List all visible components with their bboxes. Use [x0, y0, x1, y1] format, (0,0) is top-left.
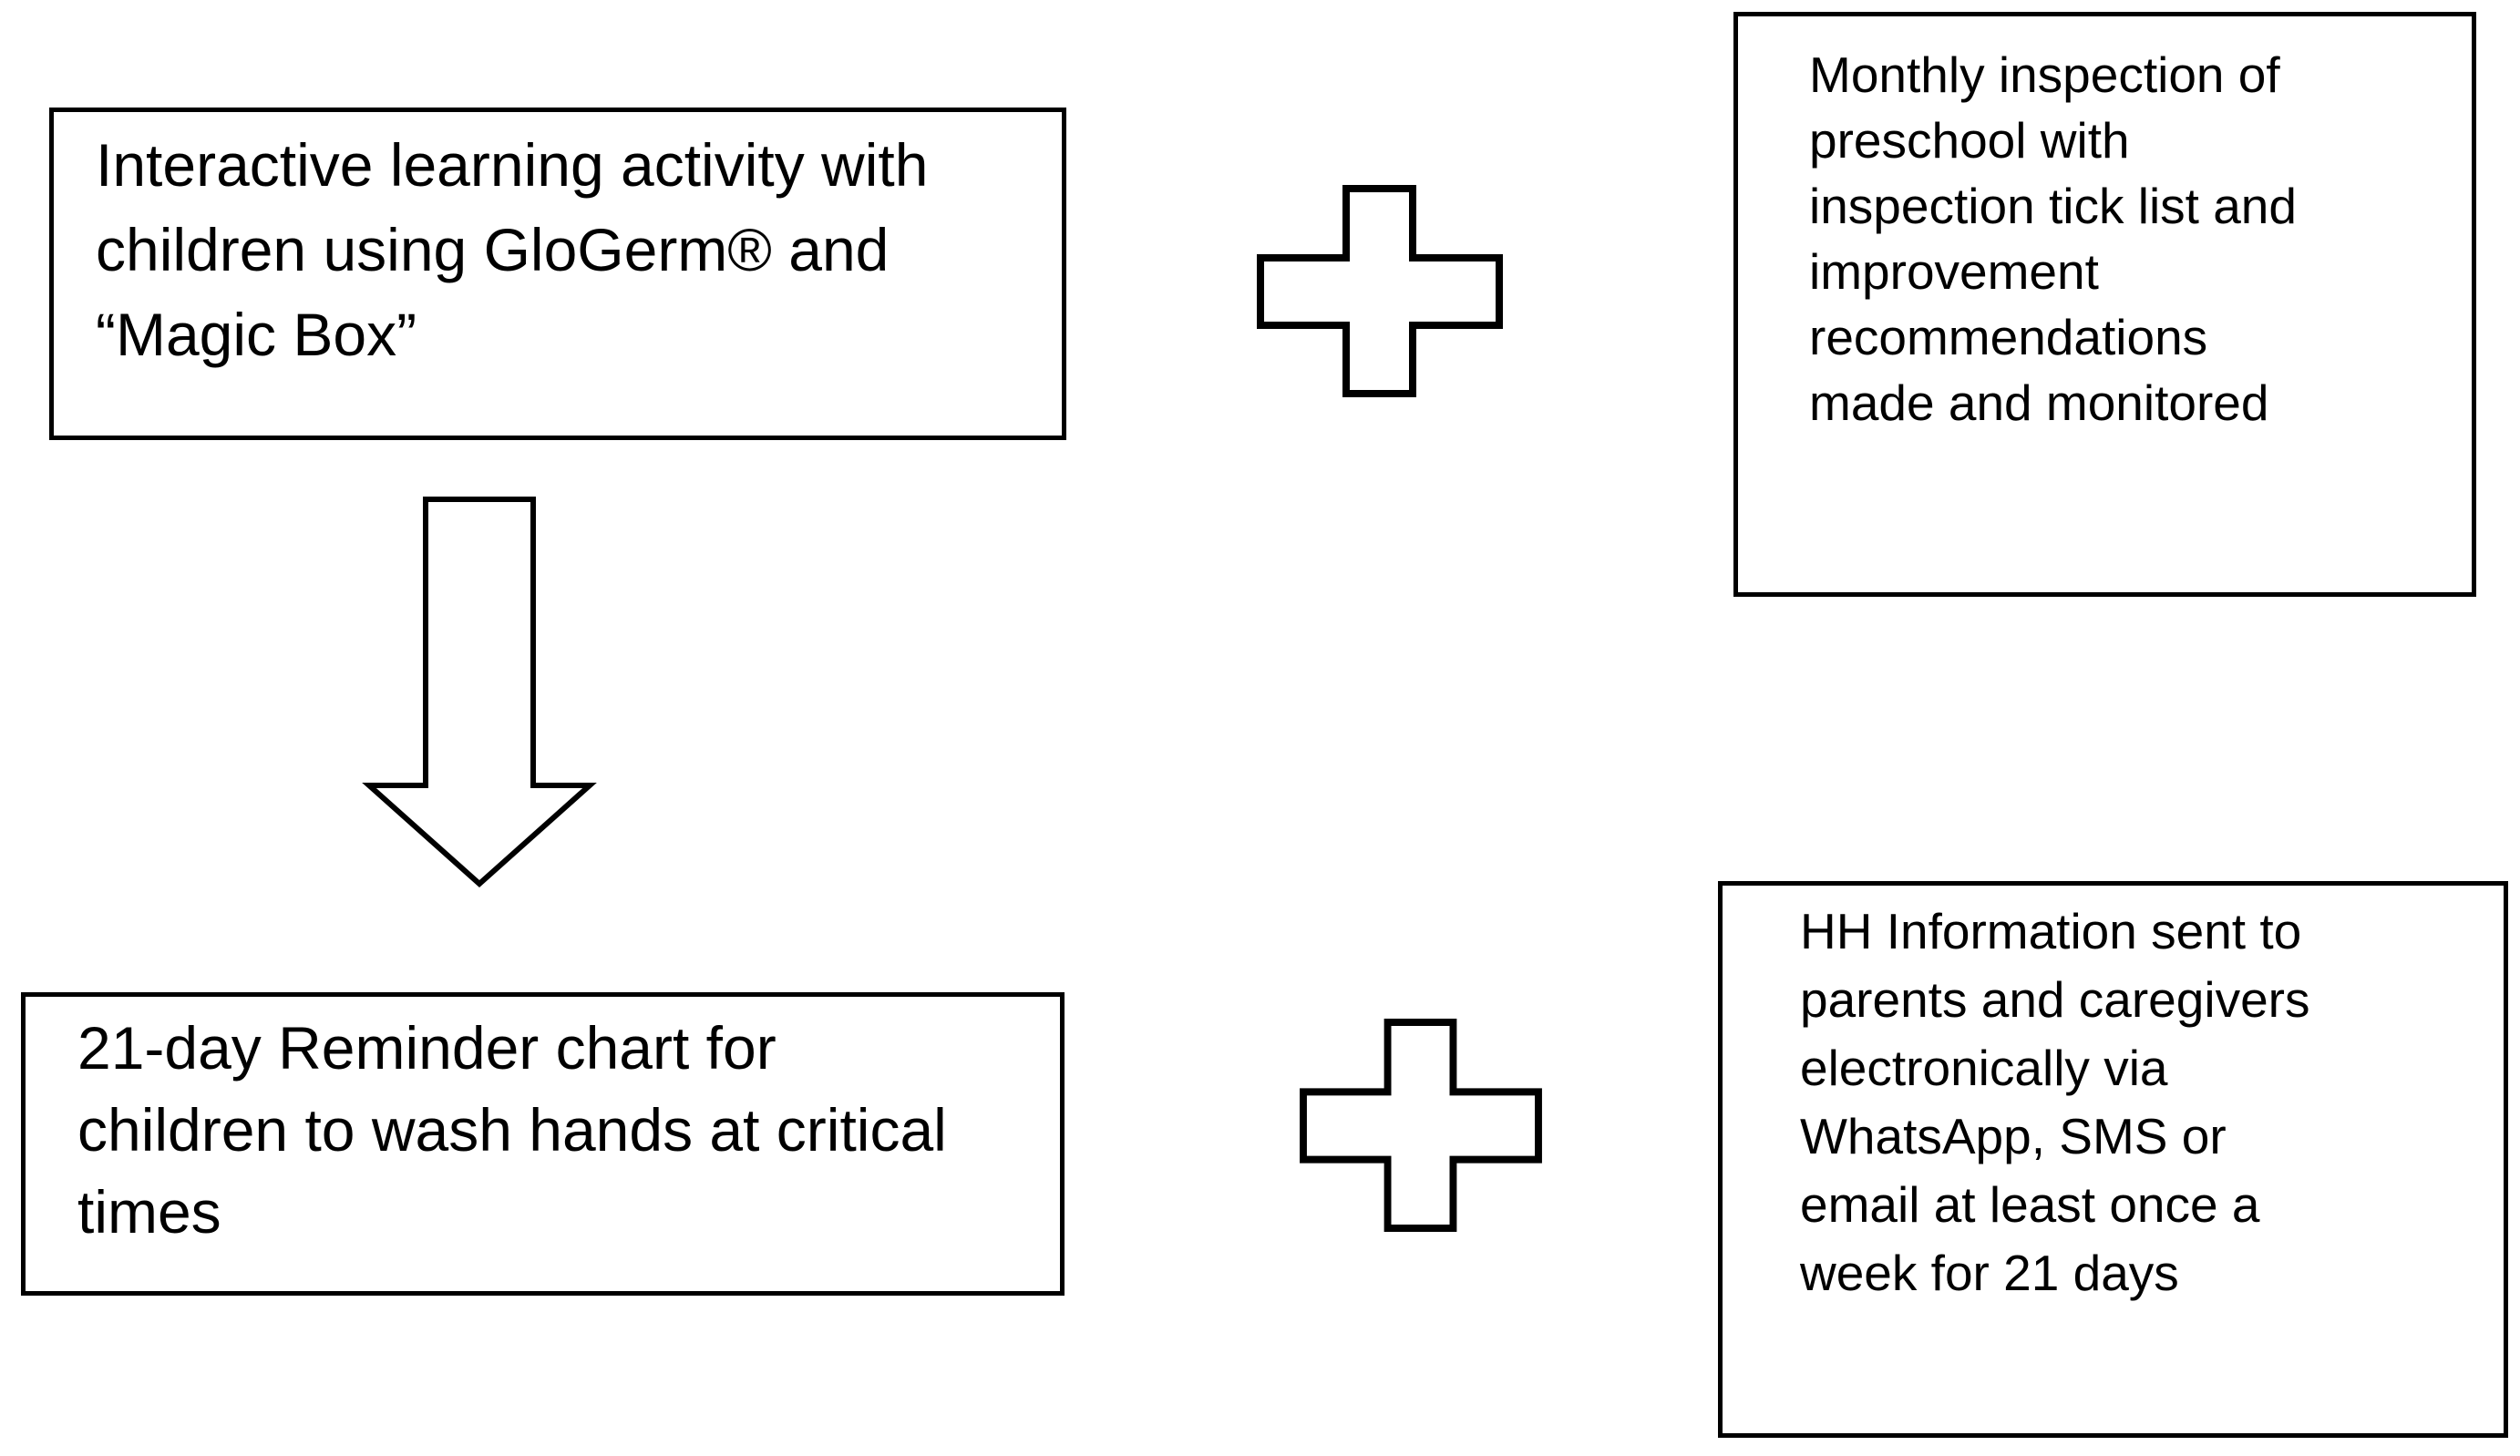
reminder-box: 21-day Reminder chart for children to wa… [21, 992, 1065, 1296]
information-box: HH Information sent to parents and careg… [1718, 881, 2508, 1438]
inspection-box-text: Monthly inspection of preschool with ins… [1809, 46, 2297, 431]
activity-box: Interactive learning activity with child… [49, 108, 1066, 440]
plus-icon [1300, 1018, 1542, 1233]
reminder-box-text: 21-day Reminder chart for children to wa… [77, 1014, 947, 1246]
down-arrow-icon [362, 497, 597, 888]
inspection-box: Monthly inspection of preschool with ins… [1733, 12, 2476, 597]
information-box-text: HH Information sent to parents and careg… [1800, 903, 2310, 1301]
activity-box-text: Interactive learning activity with child… [96, 131, 929, 368]
plus-icon [1257, 185, 1503, 397]
